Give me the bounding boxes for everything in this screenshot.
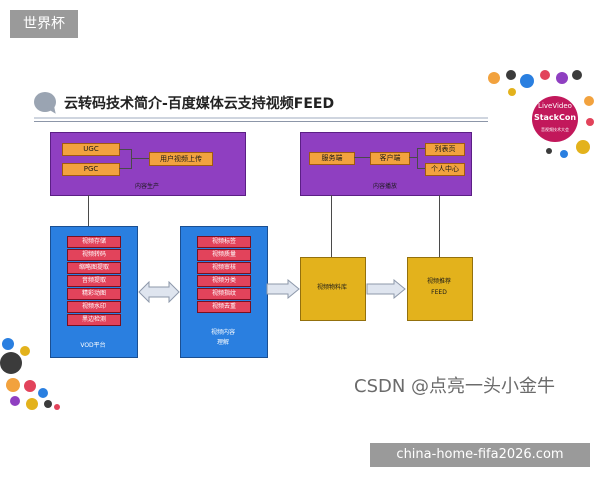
vod-item: 视频存储	[67, 236, 121, 248]
connector-line	[119, 149, 131, 150]
recommend-label-1: 视频推荐	[426, 278, 451, 285]
playback-caption: 内容播放	[372, 183, 397, 190]
personal-center-box: 个人中心	[425, 163, 465, 176]
understanding-item: 视频分类	[197, 275, 251, 287]
category-tag[interactable]: 世界杯	[10, 10, 78, 38]
recommend-label-2: FEED	[431, 289, 447, 296]
production-caption: 内容生产	[134, 183, 159, 190]
understanding-caption-1: 视频内容	[210, 329, 235, 336]
title-divider	[34, 121, 488, 122]
video-library-box	[300, 257, 366, 321]
video-recommend-feed-box	[407, 257, 473, 321]
vod-item: 缩略图提取	[67, 262, 121, 274]
pgc-box: PGC	[62, 163, 120, 176]
vod-item: 精彩动图	[67, 288, 121, 300]
connector-line	[417, 148, 418, 168]
logo-text-1: LiveVideo	[538, 102, 572, 110]
vod-item: 音频提取	[67, 275, 121, 287]
vertical-connector	[331, 195, 332, 257]
connector-line	[119, 168, 131, 169]
logo-text-2: StackCon	[533, 113, 577, 122]
connector-line	[131, 158, 149, 159]
right-arrow-icon	[266, 279, 300, 299]
site-link[interactable]: china-home-fifa2026.com	[396, 447, 564, 462]
vod-item: 视频水印	[67, 301, 121, 313]
connector-line	[417, 148, 425, 149]
understanding-item: 视频审核	[197, 262, 251, 274]
connector-line	[417, 168, 425, 169]
site-bar	[370, 443, 590, 467]
list-page-box: 列表页	[425, 143, 465, 156]
title-divider-light	[34, 117, 488, 119]
understanding-item: 视频标签	[197, 236, 251, 248]
vertical-connector	[88, 195, 89, 226]
client-box: 客户端	[370, 152, 410, 165]
logo-text-3: 音视频技术大会	[541, 127, 569, 132]
understanding-caption-2: 理解	[216, 339, 229, 346]
connector-line	[131, 149, 132, 169]
vertical-connector	[439, 195, 440, 257]
title-bubble-icon	[34, 92, 56, 112]
understanding-item: 视频去重	[197, 301, 251, 313]
right-arrow-icon	[366, 279, 406, 299]
connector-line	[409, 157, 417, 158]
double-arrow-icon	[138, 281, 180, 303]
user-upload-box: 用户视频上传	[149, 152, 213, 166]
connector-line	[354, 157, 370, 158]
vod-item: 视频转码	[67, 249, 121, 261]
conference-logo	[532, 96, 578, 142]
understanding-item: 视频指纹	[197, 288, 251, 300]
slide-title: 云转码技术简介-百度媒体云支持视频FEED	[64, 96, 335, 112]
server-box: 服务端	[309, 152, 355, 165]
understanding-item: 视频质量	[197, 249, 251, 261]
video-library-label: 视频物料库	[316, 284, 347, 291]
vod-item: 黑边检测	[67, 314, 121, 326]
vod-caption: VOD平台	[80, 342, 106, 349]
csdn-watermark: CSDN @点亮一头小金牛	[354, 376, 556, 397]
ugc-box: UGC	[62, 143, 120, 156]
